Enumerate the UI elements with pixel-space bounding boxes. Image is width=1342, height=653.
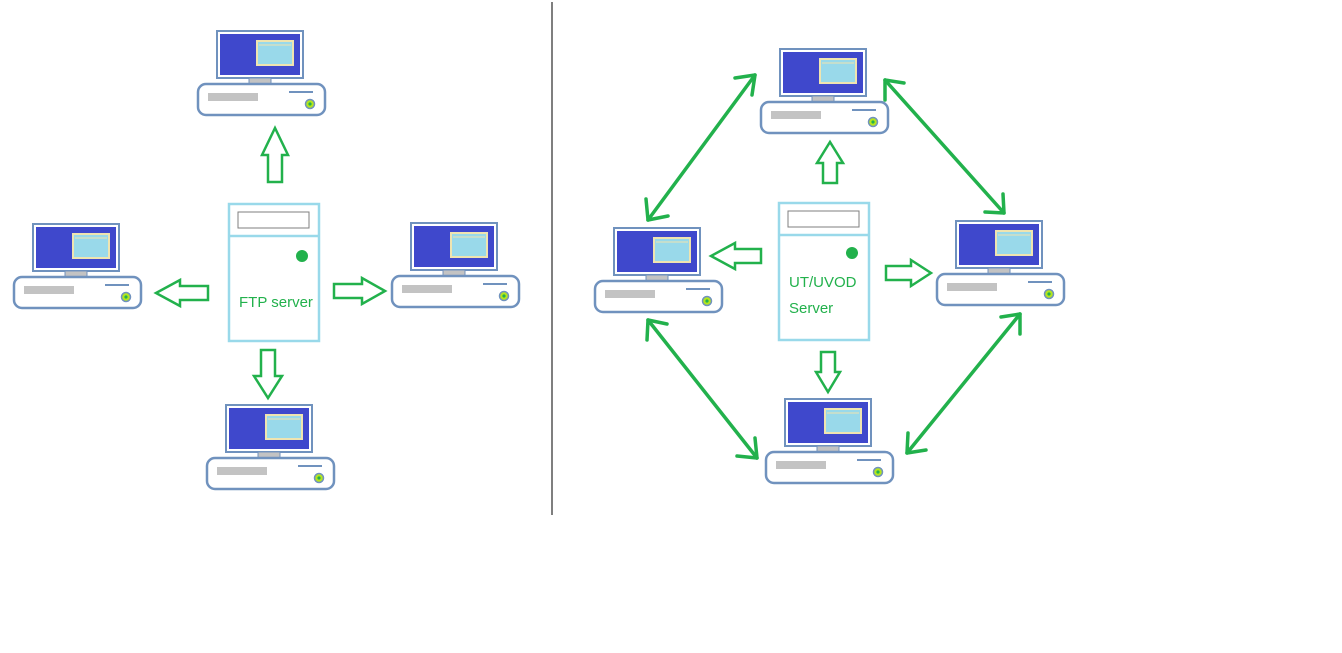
arrow-down-icon [813,350,843,395]
double-arrow-icon-top-right [883,78,1006,215]
server-led-icon [846,247,858,259]
computer-icon-left [12,222,143,310]
double-arrow-icon-bottom-left [645,318,759,460]
computer-icon-bottom [205,403,336,491]
arrow-right-icon [332,275,388,307]
arrow-left-icon [708,240,763,272]
computer-icon-bottom [764,397,895,485]
uvod-server-icon: UT/UVOD Server [777,201,871,342]
computer-icon-right [935,219,1066,307]
arrow-down-icon [251,348,285,401]
double-arrow-icon-top-left [644,73,757,222]
computer-icon-top [196,29,327,117]
uvod-server-label-line2: Server [789,300,833,317]
computer-icon-right [390,221,521,309]
arrow-left-icon [153,277,210,309]
computer-icon-left [593,226,724,314]
computer-icon-top [759,47,890,135]
right-panel: UT/UVOD Server [593,47,1066,485]
ftp-server-label: FTP server [239,294,313,311]
left-panel: FTP server [12,29,521,491]
server-led-icon [296,250,308,262]
double-arrow-icon-bottom-right [905,312,1022,455]
uvod-server-label-line1: UT/UVOD [789,274,857,291]
ftp-server-icon: FTP server [227,202,321,343]
arrow-up-icon [260,125,290,184]
arrow-up-icon [814,139,846,185]
arrow-right-icon [884,257,934,289]
